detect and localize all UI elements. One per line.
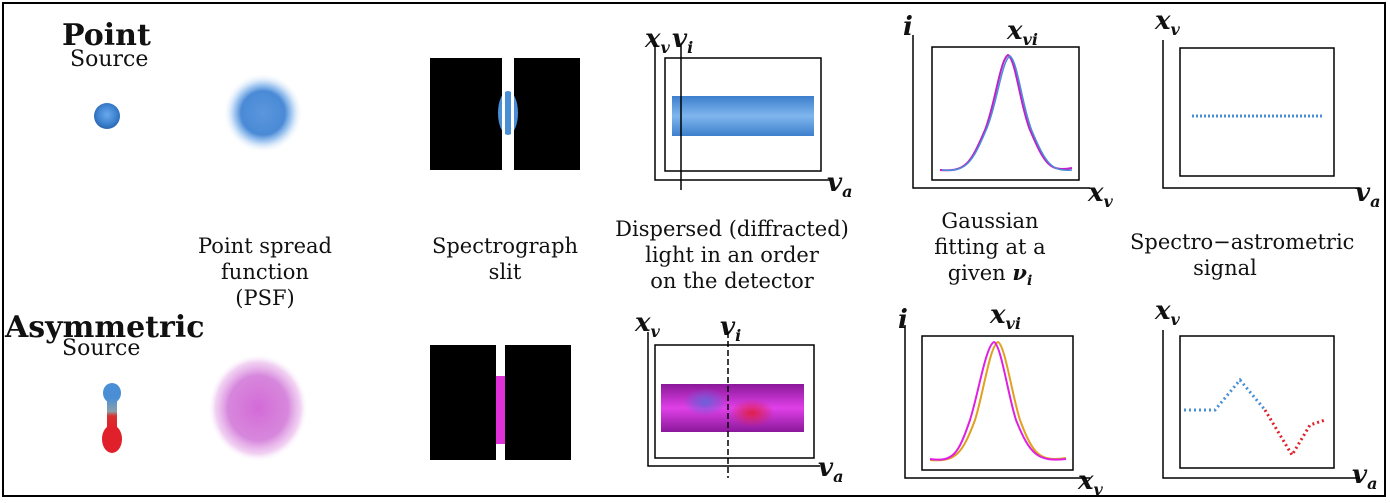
detector-bottom [647, 332, 820, 478]
asym-psf-blob [208, 354, 308, 462]
gaussian-data-curve [941, 55, 1073, 172]
slit-light [498, 91, 518, 135]
signal-caption: Spectro−astrometric signal [1130, 229, 1355, 281]
gaussian-fit-curve [929, 340, 1067, 462]
gaussian-axes [904, 325, 1090, 479]
dispersed-caption-line: on the detector [650, 269, 814, 293]
vi-label: vi [672, 24, 694, 58]
detector-axes [654, 45, 830, 181]
gaussian-bottom [904, 325, 1090, 479]
dispersed-caption-line: Dispersed (diffracted) [615, 217, 849, 241]
asymmetric-source-subtitle: Source [62, 336, 141, 361]
signal-frame [1179, 335, 1335, 469]
slit-jaw-right [505, 345, 571, 460]
asymmetric-source-title: Asymmetric [5, 310, 205, 345]
gaussian-axes [912, 35, 1090, 189]
slit-top [430, 58, 580, 170]
slit-jaw-left [430, 345, 496, 460]
signal-frame [1179, 47, 1335, 177]
dispersed-caption: Dispersed (diffracted) light in an order… [612, 216, 852, 294]
gaussian-frame [931, 46, 1080, 181]
vi-label: vi [720, 312, 742, 346]
psf-blob [223, 73, 303, 153]
va-label: va [827, 168, 853, 202]
signal-caption-line: signal [1193, 256, 1257, 280]
nu-subscript: i [1026, 273, 1033, 290]
xvi-label: xvi [1007, 16, 1038, 50]
slit-edge [511, 58, 514, 170]
gaussian-data-curve [929, 340, 1067, 461]
detector-frame [654, 344, 815, 459]
slit-jaw-left [430, 58, 502, 170]
va-label: va [1352, 460, 1378, 494]
gaussian-fit-curve [939, 53, 1073, 172]
asym-source-neck [107, 398, 117, 428]
xv-label: xv [1155, 296, 1180, 330]
point-source [94, 103, 120, 129]
va-label: va [1355, 178, 1381, 212]
gaussian-caption-line: fitting at a [934, 235, 1046, 259]
xv-label: xv [645, 24, 670, 58]
gaussian-caption-line: Gaussian [941, 209, 1039, 233]
i-label: i [903, 12, 913, 42]
signal-red [1263, 409, 1326, 458]
signal-axes [1162, 330, 1360, 479]
slit-light [496, 376, 505, 444]
slit-caption-line: Spectrograph [431, 234, 579, 258]
slit-jaw-right [514, 58, 580, 170]
slit-caption-line: slit [488, 260, 522, 284]
xv-label: xv [1078, 466, 1103, 500]
gaussian-caption-given: given [947, 261, 1006, 285]
point-source-subtitle: Source [70, 47, 149, 72]
asymmetric-source [102, 383, 122, 453]
signal-top [1162, 40, 1360, 189]
slit-caption: Spectrograph slit [425, 233, 585, 285]
slit-edge [502, 58, 505, 170]
asym-source-red [102, 425, 122, 453]
dispersed-caption-line: light in an order [645, 243, 819, 267]
nu-symbol: ν [1012, 260, 1027, 285]
gaussian-caption: Gaussian fitting at a given νi [915, 208, 1065, 294]
gaussian-top [912, 35, 1090, 189]
point-source-title: Point [62, 18, 151, 53]
detector-top [654, 45, 830, 190]
detector-frame [664, 57, 822, 172]
i-label: i [898, 305, 908, 335]
signal-bottom [1162, 330, 1360, 479]
blue-component [683, 388, 727, 416]
psf-caption: Point spread function (PSF) [190, 233, 340, 311]
xvi-label: xvi [990, 300, 1021, 334]
va-label: va [818, 453, 844, 487]
signal-axes [1162, 40, 1360, 189]
signal-blue [1184, 377, 1267, 412]
xv-label: xv [1155, 6, 1180, 40]
gaussian-caption-symbol: νi [1012, 260, 1032, 289]
red-component [730, 399, 774, 427]
gaussian-caption-line: given νi [915, 260, 1065, 294]
detector-axes [647, 332, 820, 467]
slit-bottom [430, 345, 571, 460]
gaussian-frame [921, 335, 1074, 471]
psf-caption-line: Point spread [198, 234, 332, 258]
dispersed-band [672, 96, 814, 136]
xv-label: xv [1088, 178, 1113, 212]
xv-label: xv [635, 308, 660, 342]
psf-caption-line: function (PSF) [221, 260, 309, 310]
signal-caption-line: Spectro−astrometric [1130, 230, 1355, 254]
